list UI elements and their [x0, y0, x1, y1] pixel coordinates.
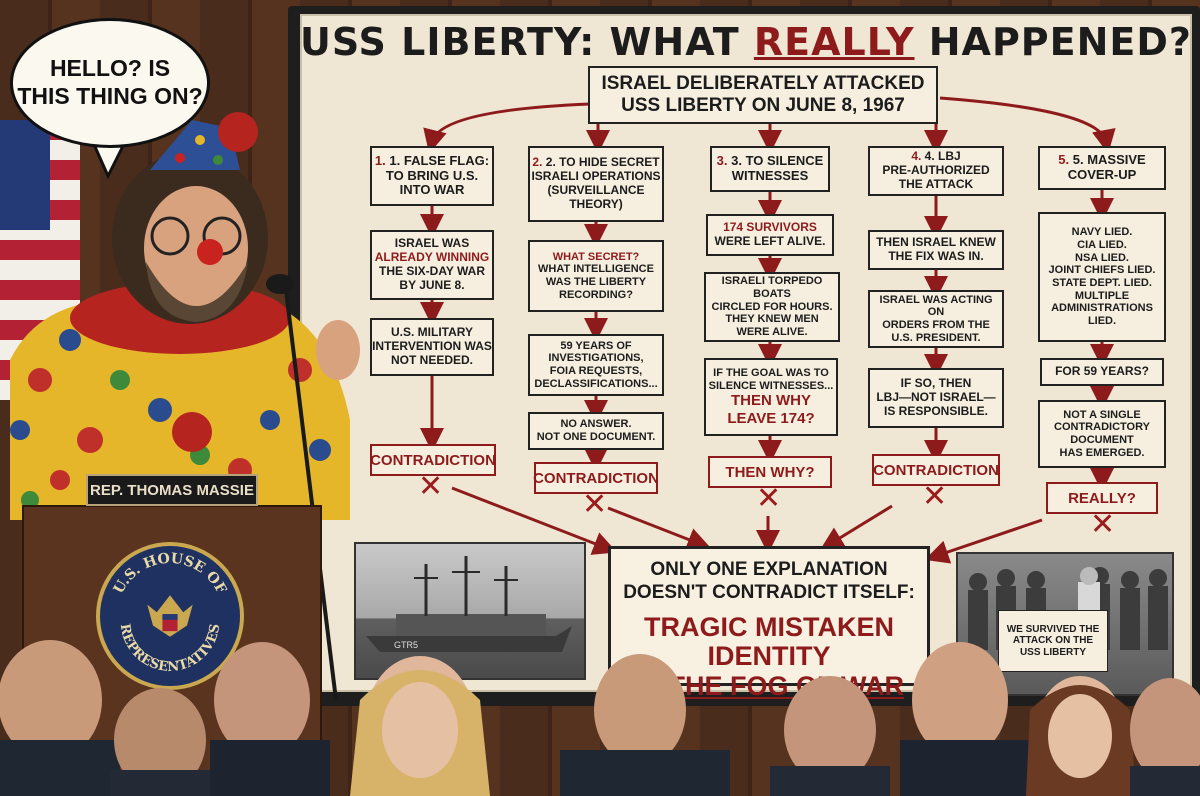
col3-verdict: THEN WHY?: [708, 456, 832, 488]
col2-box4: NO ANSWER.NOT ONE DOCUMENT.: [528, 412, 664, 450]
col3-x-icon: ✕: [756, 481, 782, 516]
col1-x-icon: ✕: [418, 469, 444, 504]
col5-x-icon: ✕: [1090, 507, 1116, 542]
ship-hull-text: GTR5: [394, 640, 418, 650]
ship-illustration: GTR5: [366, 556, 572, 652]
seal-emblem: U.S. HOUSE OF REPRESENTATIVES: [111, 551, 229, 675]
col2-x-icon: ✕: [582, 487, 608, 522]
col3-header: 3. 3. TO SILENCE WITNESSES: [710, 146, 830, 192]
flag-canton: [0, 120, 50, 230]
svg-text:U.S. HOUSE OF: U.S. HOUSE OF: [111, 551, 229, 597]
col1-header: 1. 1. FALSE FLAG: TO BRING U.S.INTO WAR: [370, 146, 494, 206]
house-seal: U.S. HOUSE OF REPRESENTATIVES: [96, 542, 244, 690]
seal-top-text: U.S. HOUSE OF: [111, 551, 229, 597]
poster-title: USS LIBERTY: WHAT REALLY HAPPENED?: [300, 20, 1192, 64]
col2-header: 2. 2. TO HIDE SECRET ISRAELI OPERATIONS(…: [528, 146, 664, 222]
col5-box2: NAVY LIED.CIA LIED.NSA LIED. JOINT CHIEF…: [1038, 212, 1166, 342]
col5-verdict: REALLY?: [1046, 482, 1158, 514]
nameplate: REP. THOMAS MASSIE: [86, 474, 258, 506]
col1-verdict: CONTRADICTION: [370, 444, 496, 476]
audience: [0, 640, 1200, 796]
col5-header: 5. 5. MASSIVE COVER-UP: [1038, 146, 1166, 190]
ship-photo: GTR5: [354, 542, 586, 680]
col4-verdict: CONTRADICTION: [872, 454, 1000, 486]
col2-verdict: CONTRADICTION: [533, 462, 659, 494]
col4-x-icon: ✕: [922, 479, 948, 514]
col5-box3: FOR 59 YEARS?: [1040, 358, 1164, 386]
